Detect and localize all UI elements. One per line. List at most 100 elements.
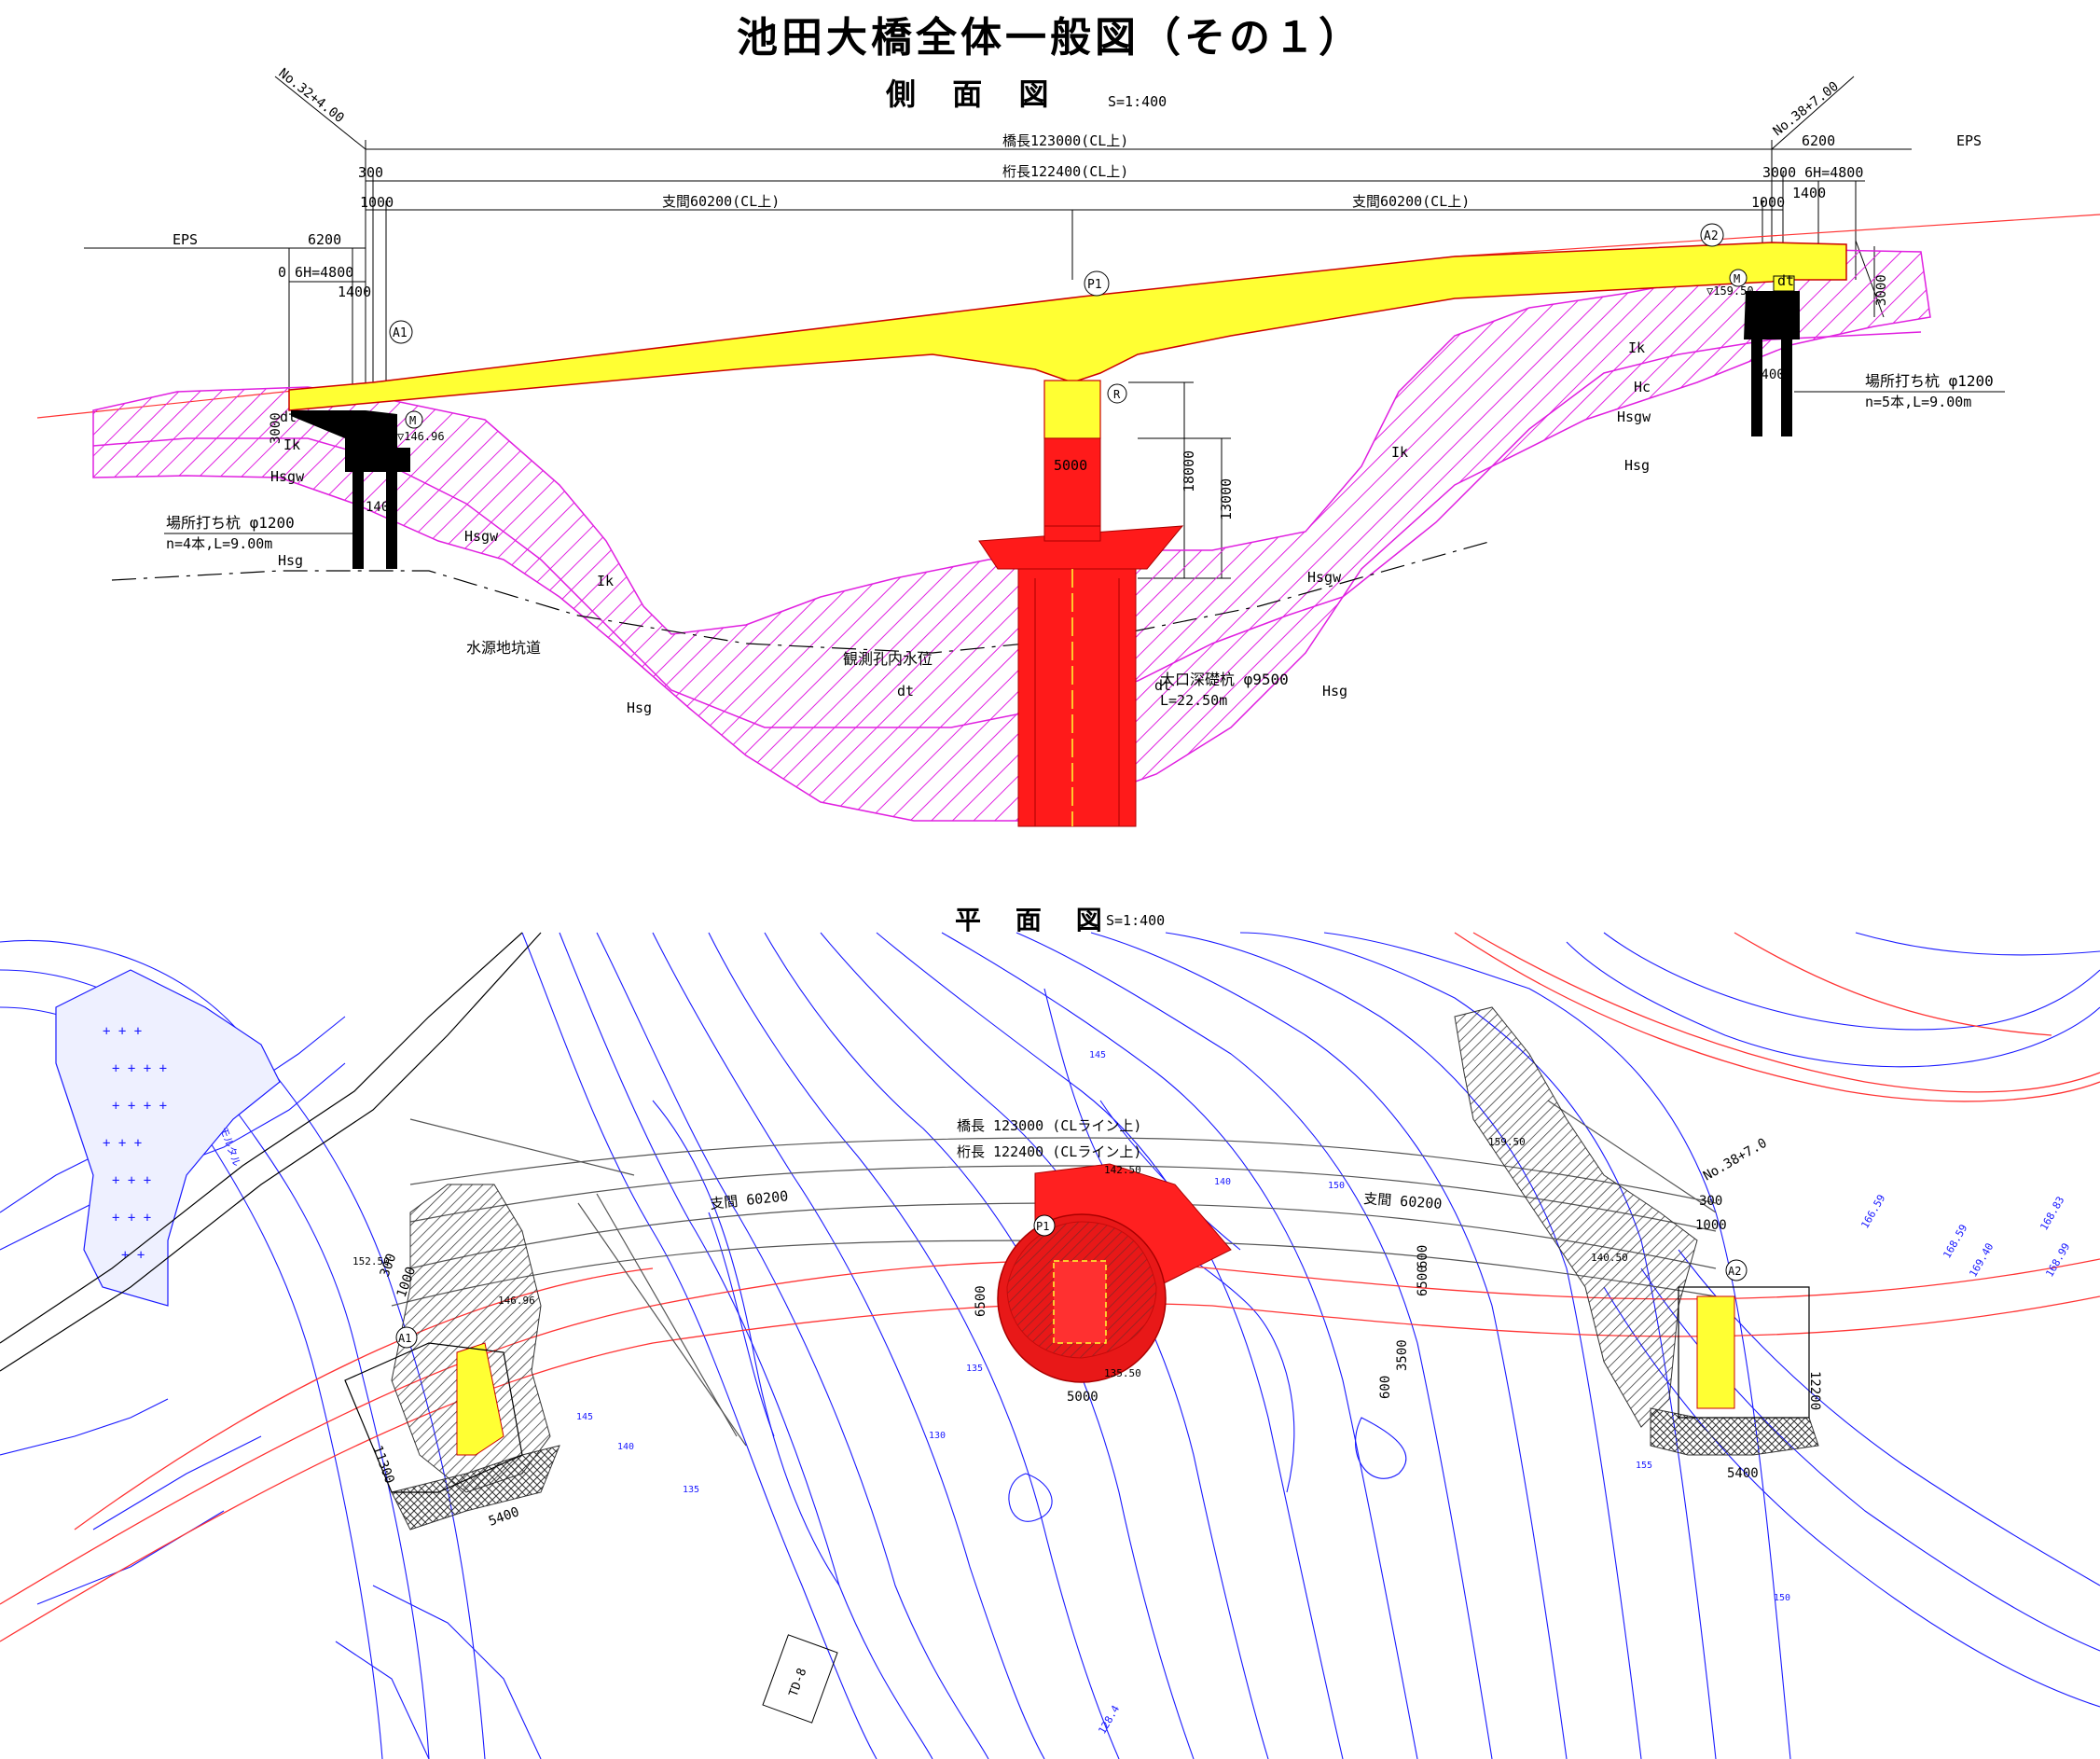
pile-a1-line2: n=4本,L=9.00m (166, 535, 272, 552)
a2-footing-outline (1678, 1286, 1810, 1419)
caisson-line2: L=22.50m (1160, 692, 1227, 709)
svg-text:600: 600 (1416, 1245, 1430, 1268)
svg-text:+ + +: + + + (103, 1136, 142, 1151)
svg-text:128.4: 128.4 (1096, 1703, 1122, 1737)
label-p1: P1 (1084, 270, 1110, 297)
svg-text:135.50: 135.50 (1104, 1367, 1141, 1379)
svg-text:A1: A1 (398, 1332, 411, 1345)
station-line-right (1771, 76, 1855, 150)
embankment-cross-marks: + + ++ + + + + + + ++ + + + + ++ + + + + (103, 1024, 167, 1263)
svg-text:5000: 5000 (1067, 1390, 1098, 1405)
svg-text:159.50: 159.50 (1488, 1136, 1526, 1148)
plan-span-right: 支間 60200 (1363, 1190, 1443, 1212)
svg-text:Hc: Hc (1634, 379, 1651, 395)
dim-6200-left: 6200 (308, 231, 341, 248)
pile-a2-line1: 場所打ち杭 φ1200 (1865, 372, 1994, 390)
girder-deck (288, 242, 1847, 411)
svg-text:142.50: 142.50 (1104, 1164, 1141, 1176)
svg-text:P1: P1 (1087, 278, 1102, 292)
a2-crosshatch (1650, 1407, 1819, 1456)
station-right: No.38+7.00 (1771, 79, 1842, 140)
plan-span-left: 支間 60200 (710, 1187, 790, 1212)
eps-left: EPS (173, 231, 198, 248)
svg-text:135: 135 (683, 1485, 699, 1495)
svg-text:Ik: Ik (283, 436, 300, 453)
bridge-length-label: 橋長123000(CL上) (1002, 132, 1128, 149)
dim-6h-left: 0 6H=4800 (278, 264, 353, 281)
a2-pile-1 (1751, 339, 1762, 436)
plan-bridge-length: 橋長 123000 (CLライン上) (957, 1117, 1141, 1134)
dim-6200-right: 6200 (1802, 132, 1835, 149)
station-line-left (274, 76, 366, 150)
water-level-line (111, 540, 1493, 654)
svg-text:Ik: Ik (1391, 444, 1408, 461)
plan-view-heading: 平 面 図 (955, 905, 1112, 935)
svg-text:+ + +: + + + (112, 1173, 151, 1188)
a1-abutment (291, 410, 410, 472)
svg-text:300: 300 (1699, 1194, 1722, 1209)
svg-text:130: 130 (929, 1431, 946, 1441)
svg-text:dt: dt (280, 409, 297, 425)
plan-dimensions: 300 1000 11300 5400 300 1000 12200 5400 … (369, 1194, 1822, 1530)
mortar-label: モルタル (217, 1126, 242, 1169)
dim-3000-a1: 3000 (269, 412, 283, 444)
svg-text:145: 145 (576, 1412, 593, 1422)
svg-text:1000: 1000 (1695, 1218, 1727, 1233)
plan-station: No.38+7.0 (1701, 1136, 1770, 1184)
eps-right: EPS (1956, 132, 1982, 149)
a2-abutment (1744, 291, 1800, 339)
pier-footing (978, 525, 1184, 570)
plan-label-a1: A1 (395, 1326, 418, 1349)
a1-rock-hatch (391, 1184, 551, 1493)
soil-layer-hatched (92, 249, 1931, 822)
dim-1400-a2pile: 1400 (1753, 367, 1785, 382)
side-view-scale: S=1:400 (1108, 93, 1167, 110)
tunnel-label: 水源地坑道 (466, 639, 541, 657)
svg-text:140: 140 (1214, 1177, 1231, 1187)
a2-yellow-footing (1696, 1295, 1735, 1409)
plan-view-scale: S=1:400 (1106, 912, 1165, 929)
svg-text:dt: dt (897, 683, 914, 699)
svg-text:6500: 6500 (1416, 1265, 1430, 1296)
svg-text:155: 155 (1636, 1461, 1652, 1471)
dim-1400-a1pile: 1400 (366, 500, 397, 515)
svg-text:Ik: Ik (1628, 339, 1645, 356)
dim-5000: 5000 (1054, 457, 1087, 474)
pile-a1-line1: 場所打ち杭 φ1200 (166, 514, 295, 532)
a2-pile-2 (1781, 339, 1792, 436)
dim-13000: 13000 (1218, 478, 1235, 520)
a1-pile-1 (352, 472, 364, 569)
label-a2: A2 (1700, 223, 1724, 247)
drawing-title: 池田大橋全体一般図（その１） (737, 14, 1363, 62)
embankment-area (55, 969, 281, 1307)
svg-text:166.59: 166.59 (1858, 1193, 1887, 1231)
pier-top-yellow (1043, 380, 1101, 439)
svg-text:R: R (1113, 388, 1121, 401)
dim-1400-left: 1400 (338, 284, 371, 300)
svg-text:M: M (1734, 272, 1740, 285)
svg-text:140.50: 140.50 (1591, 1252, 1628, 1264)
plan-girder-length: 桁長 122400 (CLライン上) (957, 1143, 1141, 1160)
caisson-line1: 大口深礎杭 φ9500 (1160, 671, 1289, 688)
svg-text:A2: A2 (1728, 1265, 1741, 1278)
elevation-a2: ▽159.50 (1706, 284, 1754, 298)
a2-rock-hatch (1454, 1006, 1698, 1428)
svg-text:Hsg: Hsg (1322, 683, 1347, 699)
pile-a2-line2: n=5本,L=9.00m (1865, 394, 1971, 410)
plan-label-p1: P1 (1033, 1214, 1056, 1237)
svg-text:6500: 6500 (974, 1285, 988, 1317)
side-view-heading: 側 面 図 (885, 76, 1058, 112)
girder-length-label: 桁長122400(CL上) (1002, 163, 1128, 180)
caisson-pile (1017, 568, 1137, 827)
svg-text:+ + +: + + + (103, 1024, 142, 1039)
svg-text:dt: dt (1154, 677, 1171, 694)
dim-1400-right: 1400 (1792, 185, 1826, 201)
dim-18000: 18000 (1181, 450, 1197, 492)
pier-column (1043, 437, 1101, 538)
contour-labels: 145 145 140 135 135 130 155 150 150 140 (576, 1050, 1790, 1603)
svg-text:168.83: 168.83 (2038, 1195, 2066, 1233)
a1-footing-outline (344, 1342, 523, 1493)
plan-label-a2: A2 (1725, 1259, 1748, 1281)
dim-1000-right: 1000 (1751, 194, 1785, 211)
